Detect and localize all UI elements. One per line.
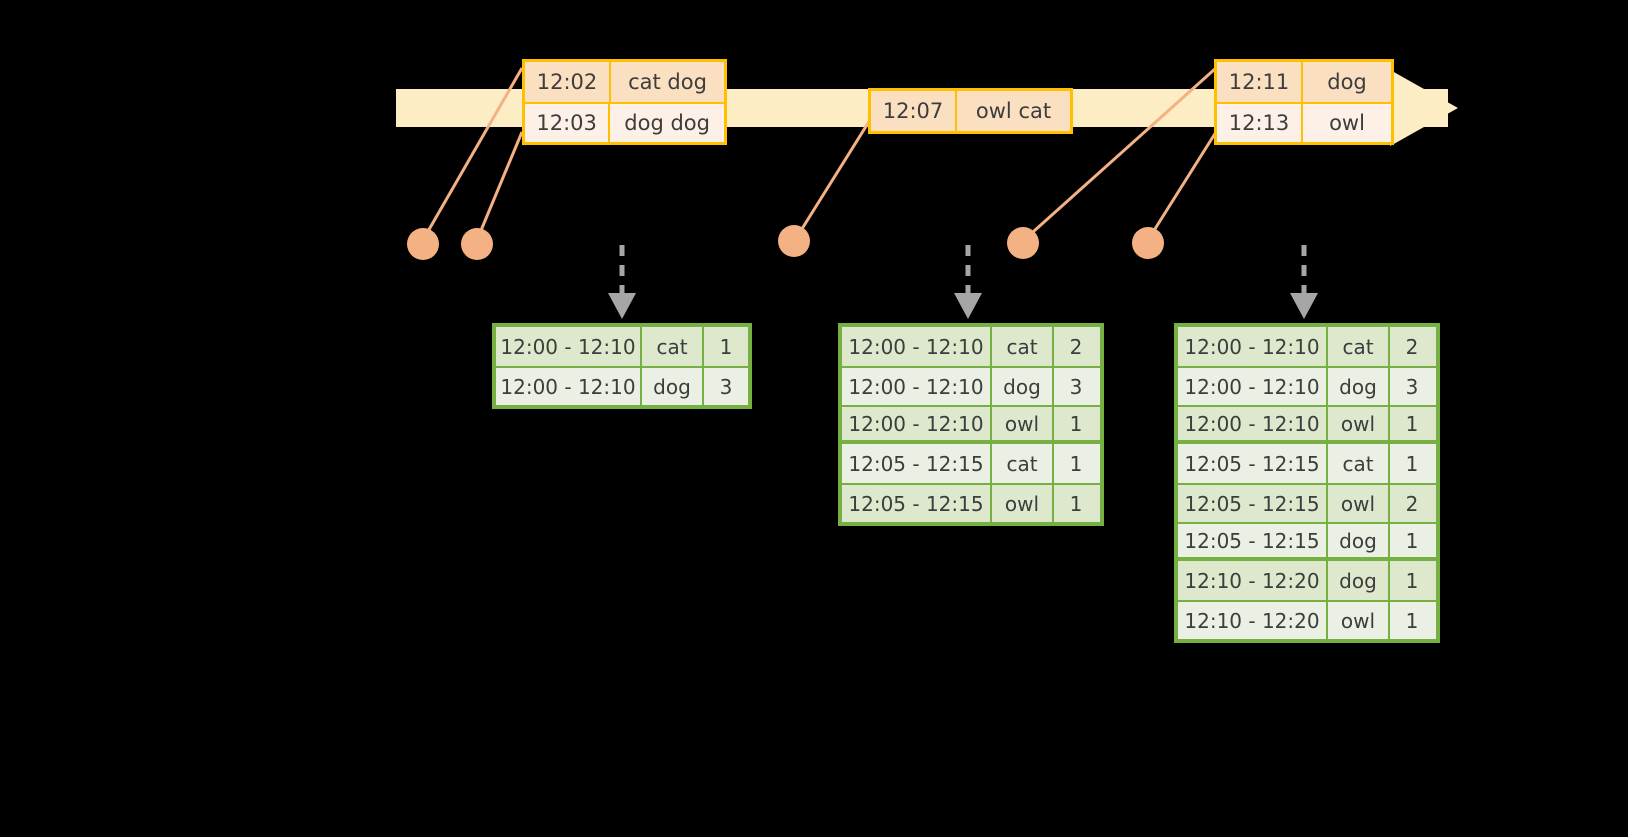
table-row[interactable]: 12:00 - 12:10 owl 1 <box>842 405 1100 444</box>
count-cell: 1 <box>1405 608 1419 633</box>
window-cell: 12:05 - 12:15 <box>842 485 992 522</box>
count-cell: 1 <box>1069 411 1083 436</box>
count-cell: 2 <box>1069 334 1083 359</box>
event-row[interactable]: 12:13 owl <box>1217 102 1391 142</box>
window-cell: 12:10 - 12:20 <box>1178 602 1328 639</box>
key-cell: dog <box>992 368 1054 405</box>
key-cell: dog <box>1328 368 1390 405</box>
key-cell: dog <box>1328 561 1390 600</box>
key-cell: cat <box>642 327 704 366</box>
table-row[interactable]: 12:00 - 12:10 dog 3 <box>1178 366 1436 405</box>
window-cell: 12:00 - 12:10 <box>496 368 642 405</box>
window-cell: 12:05 - 12:15 <box>1178 524 1328 557</box>
emit-arrow-3 <box>1290 245 1318 319</box>
event-payload: dog dog <box>624 111 710 135</box>
table-row[interactable]: 12:05 - 12:15 dog 1 <box>1178 522 1436 561</box>
result-table-1[interactable]: 12:00 - 12:10 cat 1 12:00 - 12:10 dog 3 <box>492 323 752 409</box>
table-row[interactable]: 12:00 - 12:10 cat 1 <box>496 327 748 366</box>
key-cell: owl <box>992 407 1054 440</box>
count-cell: 3 <box>1405 374 1419 399</box>
count-cell: 1 <box>1069 491 1083 516</box>
count-cell: 3 <box>719 374 733 399</box>
window-cell: 12:00 - 12:10 <box>1178 368 1328 405</box>
emit-arrows <box>608 245 1318 319</box>
count-cell: 2 <box>1405 491 1419 516</box>
event-row[interactable]: 12:07 owl cat <box>871 91 1070 131</box>
event-group-3[interactable]: 12:11 dog 12:13 owl <box>1214 59 1394 145</box>
window-cell: 12:00 - 12:10 <box>842 407 992 440</box>
connector-line-2 <box>475 131 524 241</box>
table-row[interactable]: 12:00 - 12:10 owl 1 <box>1178 405 1436 444</box>
connector-line-3 <box>793 119 872 241</box>
table-row[interactable]: 12:05 - 12:15 cat 1 <box>1178 444 1436 483</box>
result-table-2[interactable]: 12:00 - 12:10 cat 2 12:00 - 12:10 dog 3 … <box>838 323 1104 526</box>
window-cell: 12:05 - 12:15 <box>1178 444 1328 483</box>
table-row[interactable]: 12:10 - 12:20 dog 1 <box>1178 561 1436 600</box>
marker-dot-2 <box>461 228 493 260</box>
window-cell: 12:10 - 12:20 <box>1178 561 1328 600</box>
count-cell: 1 <box>1405 568 1419 593</box>
event-time: 12:02 <box>525 62 611 102</box>
table-row[interactable]: 12:05 - 12:15 owl 2 <box>1178 483 1436 522</box>
marker-dot-1 <box>407 228 439 260</box>
window-cell: 12:00 - 12:10 <box>1178 407 1328 440</box>
event-row[interactable]: 12:11 dog <box>1217 62 1391 102</box>
marker-dot-5 <box>1132 227 1164 259</box>
key-cell: cat <box>1328 444 1390 483</box>
event-payload: cat dog <box>628 70 707 94</box>
marker-dot-4 <box>1007 227 1039 259</box>
window-cell: 12:00 - 12:10 <box>842 327 992 366</box>
key-cell: cat <box>992 327 1054 366</box>
key-cell: cat <box>1328 327 1390 366</box>
count-cell: 1 <box>1405 411 1419 436</box>
result-table-3[interactable]: 12:00 - 12:10 cat 2 12:00 - 12:10 dog 3 … <box>1174 323 1440 643</box>
key-cell: dog <box>1328 524 1390 557</box>
emit-arrow-1 <box>608 245 636 319</box>
key-cell: owl <box>992 485 1054 522</box>
table-row[interactable]: 12:00 - 12:10 dog 3 <box>842 366 1100 405</box>
event-time: 12:07 <box>871 91 957 131</box>
event-time: 12:03 <box>525 104 611 142</box>
emit-arrow-2 <box>954 245 982 319</box>
event-payload: owl cat <box>975 99 1052 123</box>
event-payload: owl <box>1329 111 1365 135</box>
window-cell: 12:05 - 12:15 <box>1178 485 1328 522</box>
count-cell: 2 <box>1405 334 1419 359</box>
event-marker-dots <box>407 225 1164 260</box>
key-cell: owl <box>1328 407 1390 440</box>
count-cell: 1 <box>1405 528 1419 553</box>
count-cell: 3 <box>1069 374 1083 399</box>
table-row[interactable]: 12:00 - 12:10 cat 2 <box>842 327 1100 366</box>
count-cell: 1 <box>719 334 733 359</box>
event-time: 12:11 <box>1217 62 1303 102</box>
table-row[interactable]: 12:10 - 12:20 owl 1 <box>1178 600 1436 639</box>
table-row[interactable]: 12:00 - 12:10 cat 2 <box>1178 327 1436 366</box>
connector-line-1 <box>421 67 524 241</box>
count-cell: 1 <box>1069 451 1083 476</box>
window-cell: 12:00 - 12:10 <box>842 368 992 405</box>
event-time: 12:13 <box>1217 104 1303 142</box>
table-row[interactable]: 12:05 - 12:15 owl 1 <box>842 483 1100 522</box>
table-row[interactable]: 12:05 - 12:15 cat 1 <box>842 444 1100 483</box>
count-cell: 1 <box>1405 451 1419 476</box>
key-cell: owl <box>1328 485 1390 522</box>
window-cell: 12:00 - 12:10 <box>496 327 642 366</box>
event-group-1[interactable]: 12:02 cat dog 12:03 dog dog <box>522 59 727 145</box>
event-group-2[interactable]: 12:07 owl cat <box>868 88 1073 134</box>
connector-line-5 <box>1146 131 1218 241</box>
table-row[interactable]: 12:00 - 12:10 dog 3 <box>496 366 748 405</box>
event-row[interactable]: 12:02 cat dog <box>525 62 724 102</box>
event-row[interactable]: 12:03 dog dog <box>525 102 724 142</box>
window-cell: 12:05 - 12:15 <box>842 444 992 483</box>
window-cell: 12:00 - 12:10 <box>1178 327 1328 366</box>
key-cell: dog <box>642 368 704 405</box>
key-cell: owl <box>1328 602 1390 639</box>
marker-dot-3 <box>778 225 810 257</box>
event-payload: dog <box>1327 70 1367 94</box>
key-cell: cat <box>992 444 1054 483</box>
